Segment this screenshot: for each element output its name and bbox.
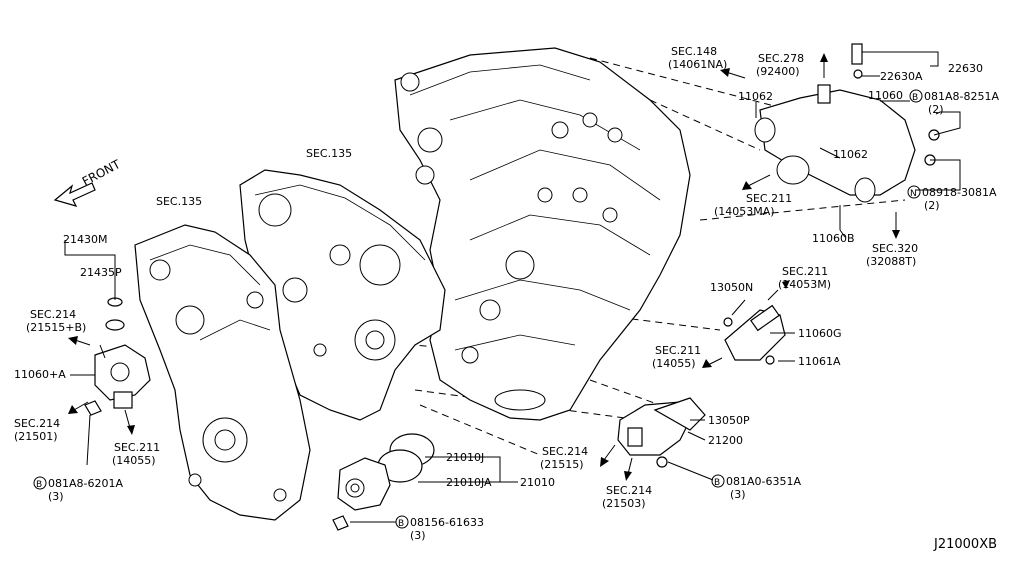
leader-lines xyxy=(64,51,961,523)
label-21430m: 21430M xyxy=(63,233,107,246)
water-pump-housing xyxy=(617,397,706,468)
label-081a0-6351a: 081A0-6351A xyxy=(726,475,801,488)
label-sec211-c-sub: (14053M) xyxy=(778,278,831,291)
timing-cover-illustration xyxy=(239,169,446,421)
label-11060g: 11060G xyxy=(798,327,842,340)
label-081a8-6201a: 081A8-6201A xyxy=(48,477,123,490)
water-pump xyxy=(332,433,435,531)
label-11061a: 11061A xyxy=(798,355,841,368)
bolt-081a8-6201a: B 081A8-6201A (3) xyxy=(33,476,123,503)
label-21010ja: 21010JA xyxy=(446,476,492,489)
label-sec135-mid: SEC.135 xyxy=(306,147,352,160)
bolt-symbol: B xyxy=(714,478,720,488)
label-21010j: 21010J xyxy=(446,451,484,464)
label-11062-top: 11062 xyxy=(738,90,773,103)
label-sec214-b: SEC.214 xyxy=(14,417,60,430)
label-sec211-a-sub: (14053MA) xyxy=(714,205,775,218)
label-22630a: 22630A xyxy=(880,70,923,83)
bolt-081a8-8251a: B 081A8-8251A (2) xyxy=(909,89,999,116)
label-13050p: 13050P xyxy=(708,414,750,427)
label-sec211-d-sub: (14055) xyxy=(652,357,696,370)
part-labels: SEC.148 (14061NA) SEC.278 (92400) 22630 … xyxy=(14,45,999,552)
label-sec320-sub: (32088T) xyxy=(866,255,916,268)
label-sec214-b-sub: (21501) xyxy=(14,430,58,443)
label-sec278: SEC.278 xyxy=(758,52,804,65)
direction-arrows xyxy=(68,53,900,481)
label-21435p: 21435P xyxy=(80,266,122,279)
bolt-symbol: B xyxy=(398,519,404,529)
label-11060a: 11060+A xyxy=(14,368,66,381)
label-081a8-6201a-qty: (3) xyxy=(48,490,64,503)
label-13050n: 13050N xyxy=(710,281,753,294)
front-cover-illustration xyxy=(134,224,311,521)
label-sec278-sub: (92400) xyxy=(756,65,800,78)
label-sec320: SEC.320 xyxy=(872,242,918,255)
label-sec211-b-sub: (14055) xyxy=(112,454,156,467)
label-sec214-a: SEC.214 xyxy=(30,308,76,321)
label-11062-mid: 11062 xyxy=(833,148,868,161)
label-081a0-6351a-qty: (3) xyxy=(730,488,746,501)
nut-08918-3081a: N 08918-3081A (2) xyxy=(907,185,997,212)
label-sec214-d-sub: (21503) xyxy=(602,497,646,510)
diagram-id: J21000XB xyxy=(933,537,997,552)
label-sec211-b: SEC.211 xyxy=(114,441,160,454)
water-outlet-left xyxy=(84,297,151,416)
label-22630: 22630 xyxy=(948,62,983,75)
label-11060b: 11060B xyxy=(812,232,855,245)
label-08918-3081a-qty: (2) xyxy=(924,199,940,212)
label-08156-61633-qty: (3) xyxy=(410,529,426,542)
label-sec148-sub: (14061NA) xyxy=(668,58,727,71)
label-sec211-a: SEC.211 xyxy=(746,192,792,205)
label-08918-3081a: 08918-3081A xyxy=(922,186,997,199)
label-21010: 21010 xyxy=(520,476,555,489)
label-sec211-c: SEC.211 xyxy=(782,265,828,278)
front-direction-indicator: FRONT xyxy=(53,157,123,207)
front-label: FRONT xyxy=(80,157,123,189)
thermostat-housing-right xyxy=(723,304,786,365)
label-sec214-c-sub: (21515) xyxy=(540,458,584,471)
nut-symbol: N xyxy=(910,189,917,199)
label-08156-61633: 08156-61633 xyxy=(410,516,484,529)
bolt-symbol: B xyxy=(36,480,42,490)
bolt-symbol: B xyxy=(912,93,918,103)
engine-block-illustration xyxy=(394,47,691,421)
label-sec214-a-sub: (21515+B) xyxy=(26,321,86,334)
label-sec211-d: SEC.211 xyxy=(655,344,701,357)
label-21200: 21200 xyxy=(708,434,743,447)
bolt-08156-61633: B 08156-61633 (3) xyxy=(395,515,484,542)
bolt-081a0-6351a: B 081A0-6351A (3) xyxy=(711,474,801,501)
label-sec148: SEC.148 xyxy=(671,45,717,58)
label-sec214-c: SEC.214 xyxy=(542,445,588,458)
label-081a8-8251a: 081A8-8251A xyxy=(924,90,999,103)
label-081a8-8251a-qty: (2) xyxy=(928,103,944,116)
label-11060: 11060 xyxy=(868,89,903,102)
label-sec214-d: SEC.214 xyxy=(606,484,652,497)
label-sec135-left: SEC.135 xyxy=(156,195,202,208)
